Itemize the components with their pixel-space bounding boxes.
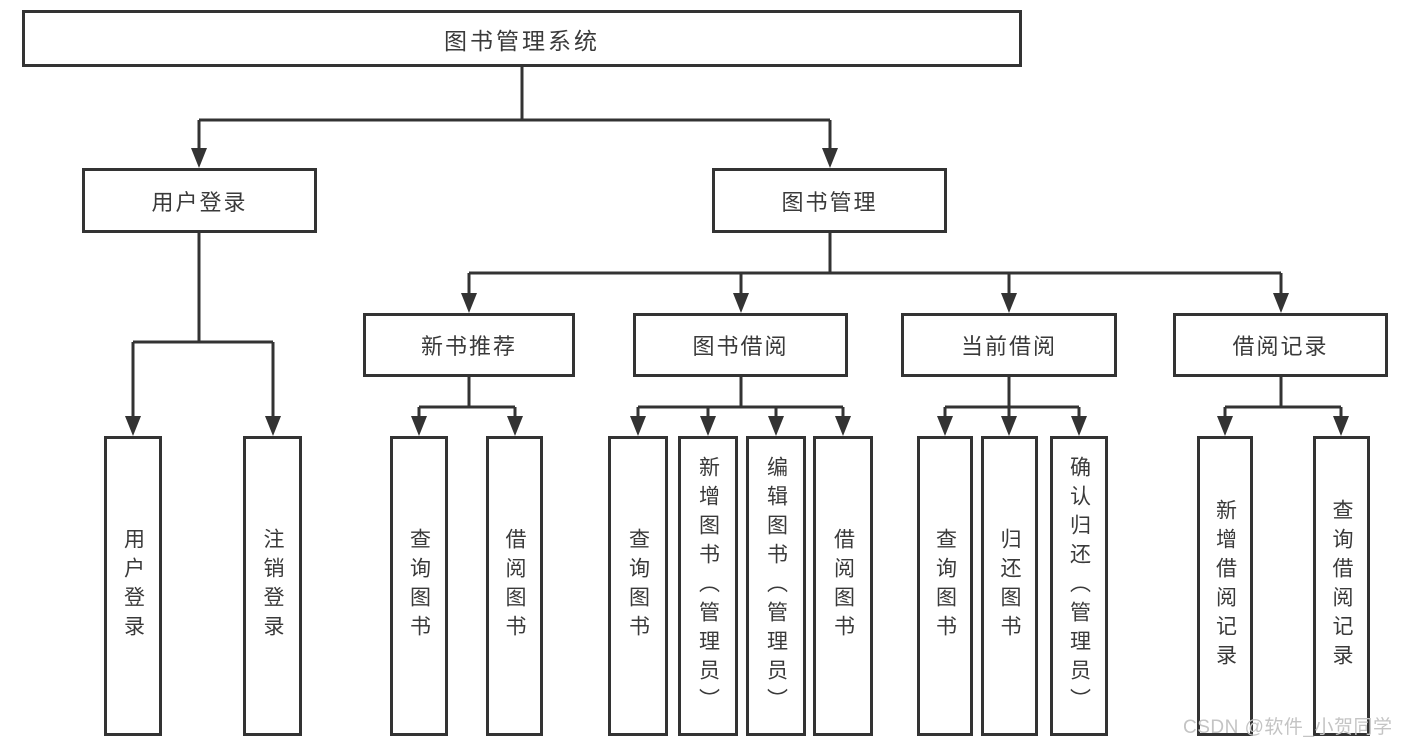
leaf-label: 查询图书 bbox=[407, 528, 431, 644]
node-leaf-add-borrow-record: 新增借阅记录 bbox=[1197, 436, 1253, 736]
leaf-label: 新增借阅记录 bbox=[1213, 499, 1237, 673]
arrowhead bbox=[191, 148, 207, 168]
node-label: 图书管理 bbox=[781, 189, 878, 215]
node-leaf-user-login: 用户登录 bbox=[104, 436, 162, 736]
arrowhead bbox=[507, 416, 523, 436]
node-leaf-query-books-borrow: 查询图书 bbox=[608, 436, 668, 736]
leaf-label: 查询图书 bbox=[933, 528, 957, 644]
leaf-label: 借阅图书 bbox=[503, 528, 526, 644]
arrowhead bbox=[822, 148, 838, 168]
node-leaf-add-books-admin: 新增图书（管理员） bbox=[678, 436, 738, 736]
arrowhead bbox=[768, 416, 784, 436]
arrowhead bbox=[1071, 416, 1087, 436]
leaf-label: 用户登录 bbox=[121, 528, 145, 644]
node-label: 用户登录 bbox=[151, 189, 248, 215]
arrowhead bbox=[265, 416, 281, 436]
node-leaf-query-books-recommend: 查询图书 bbox=[390, 436, 448, 736]
leaf-label: 编辑图书（管理员） bbox=[764, 455, 788, 717]
node-label: 新书推荐 bbox=[420, 334, 517, 359]
node-book-borrow: 图书借阅 bbox=[633, 313, 848, 377]
node-new-book-recommend: 新书推荐 bbox=[363, 313, 575, 377]
arrowhead bbox=[1217, 416, 1233, 436]
leaf-label: 查询借阅记录 bbox=[1330, 499, 1353, 673]
node-leaf-logout: 注销登录 bbox=[243, 436, 302, 736]
node-leaf-borrow-books: 借阅图书 bbox=[813, 436, 873, 736]
node-leaf-query-books-current: 查询图书 bbox=[917, 436, 973, 736]
arrowhead bbox=[733, 293, 749, 313]
leaf-label: 查询图书 bbox=[626, 528, 650, 644]
node-leaf-query-borrow-record: 查询借阅记录 bbox=[1313, 436, 1370, 736]
node-borrow-records: 借阅记录 bbox=[1173, 313, 1388, 377]
node-current-borrow: 当前借阅 bbox=[901, 313, 1117, 377]
arrowhead bbox=[461, 293, 477, 313]
arrowhead bbox=[937, 416, 953, 436]
node-label: 当前借阅 bbox=[960, 334, 1057, 359]
leaf-label: 新增图书（管理员） bbox=[696, 455, 720, 717]
arrowhead bbox=[835, 416, 851, 436]
node-leaf-return-books: 归还图书 bbox=[981, 436, 1038, 736]
arrowhead bbox=[630, 416, 646, 436]
leaf-label: 确认归还（管理员） bbox=[1067, 455, 1091, 717]
node-library-management-system: 图书管理系统 bbox=[22, 10, 1022, 67]
node-book-management: 图书管理 bbox=[712, 168, 947, 233]
arrowhead bbox=[1001, 416, 1017, 436]
arrowhead bbox=[1333, 416, 1349, 436]
node-user-login: 用户登录 bbox=[82, 168, 317, 233]
node-label: 图书借阅 bbox=[692, 334, 789, 359]
arrowhead bbox=[700, 416, 716, 436]
arrowhead bbox=[411, 416, 427, 436]
node-leaf-borrow-books-recommend: 借阅图书 bbox=[486, 436, 543, 736]
arrowhead bbox=[1001, 293, 1017, 313]
leaf-label: 借阅图书 bbox=[831, 528, 855, 644]
node-leaf-edit-books-admin: 编辑图书（管理员） bbox=[746, 436, 806, 736]
node-leaf-confirm-return-admin: 确认归还（管理员） bbox=[1050, 436, 1108, 736]
leaf-label: 注销登录 bbox=[261, 528, 284, 644]
arrowhead bbox=[1273, 293, 1289, 313]
arrowhead bbox=[125, 416, 141, 436]
csdn-watermark: CSDN @软件_小贺同学 bbox=[1183, 717, 1393, 738]
node-label: 图书管理系统 bbox=[444, 27, 600, 54]
leaf-label: 归还图书 bbox=[998, 528, 1021, 644]
node-label: 借阅记录 bbox=[1232, 334, 1329, 359]
